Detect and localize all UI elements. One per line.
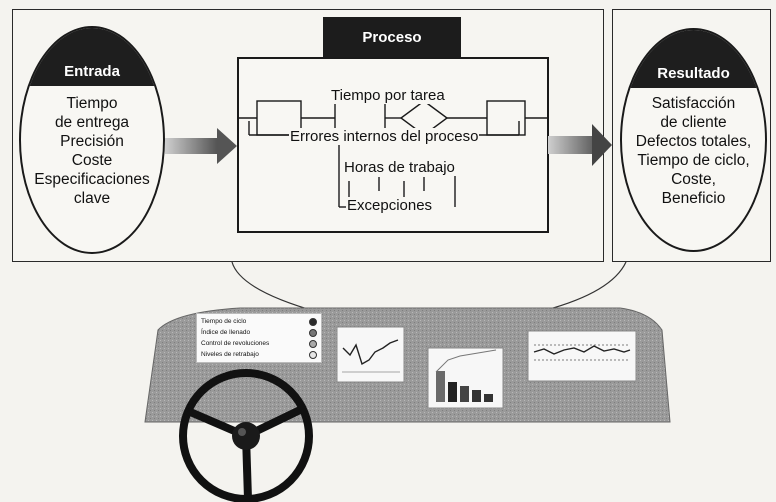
legend-label: Tiempo de ciclo	[201, 318, 247, 325]
chart-bar	[472, 390, 481, 402]
output-list: Satisfacción de cliente Defectos totales…	[622, 94, 765, 208]
output-item: Beneficio	[661, 190, 726, 207]
input-item: Tiempo	[66, 95, 118, 112]
legend-item: Índice de llenado	[201, 327, 317, 338]
process-title: Proceso	[323, 17, 461, 57]
legend-label: Control de revoluciones	[201, 340, 270, 347]
trend-chart-panel	[527, 330, 637, 382]
process-box: Tiempo por tarea Errores internos del pr…	[237, 57, 549, 233]
connector-curve-left	[231, 261, 319, 313]
legend-item: Niveles de retrabajo	[201, 349, 317, 360]
chart-bar	[460, 386, 469, 402]
indicator-light-icon	[309, 350, 317, 359]
legend-item: Control de revoluciones	[201, 338, 317, 349]
legend-label: Índice de llenado	[201, 329, 251, 336]
line-chart-panel	[336, 326, 405, 383]
legend-label: Niveles de retrabajo	[201, 351, 259, 358]
indicator-light-icon	[309, 317, 317, 326]
output-arrow	[548, 124, 612, 166]
output-item: Defectos totales,	[635, 133, 752, 150]
dashboard-legend: Tiempo de ciclo Índice de llenado Contro…	[196, 313, 322, 363]
output-item: Satisfacción	[651, 95, 736, 112]
time-per-task-label: Tiempo por tarea	[330, 87, 446, 104]
chart-bar	[484, 394, 493, 402]
output-item: Coste,	[671, 171, 716, 188]
connector-curve-right	[545, 261, 627, 311]
output-item: de cliente	[660, 114, 727, 131]
work-hours-label: Horas de trabajo	[343, 159, 456, 176]
input-title: Entrada	[21, 28, 163, 86]
bar-chart-panel	[427, 347, 504, 409]
input-item: Especificaciones	[34, 171, 150, 188]
internal-errors-label: Errores internos del proceso	[289, 128, 480, 145]
input-oval: Entrada Tiempo de entrega Precisión Cost…	[19, 26, 165, 254]
output-item: Tiempo de ciclo,	[637, 152, 750, 169]
input-item: Coste	[71, 152, 113, 169]
input-item: Precisión	[60, 133, 124, 150]
input-item: clave	[73, 190, 111, 207]
indicator-light-icon	[309, 328, 317, 337]
indicator-light-icon	[309, 339, 317, 348]
input-arrow	[165, 128, 237, 164]
output-oval: Resultado Satisfacción de cliente Defect…	[620, 28, 767, 252]
legend-item: Tiempo de ciclo	[201, 316, 317, 327]
chart-bar	[448, 382, 457, 402]
output-title: Resultado	[622, 30, 765, 88]
input-item: de entrega	[54, 114, 130, 131]
steering-wheel	[179, 369, 313, 502]
chart-bar	[436, 371, 445, 402]
exceptions-label: Excepciones	[346, 197, 434, 214]
input-list: Tiempo de entrega Precisión Coste Especi…	[21, 94, 163, 208]
